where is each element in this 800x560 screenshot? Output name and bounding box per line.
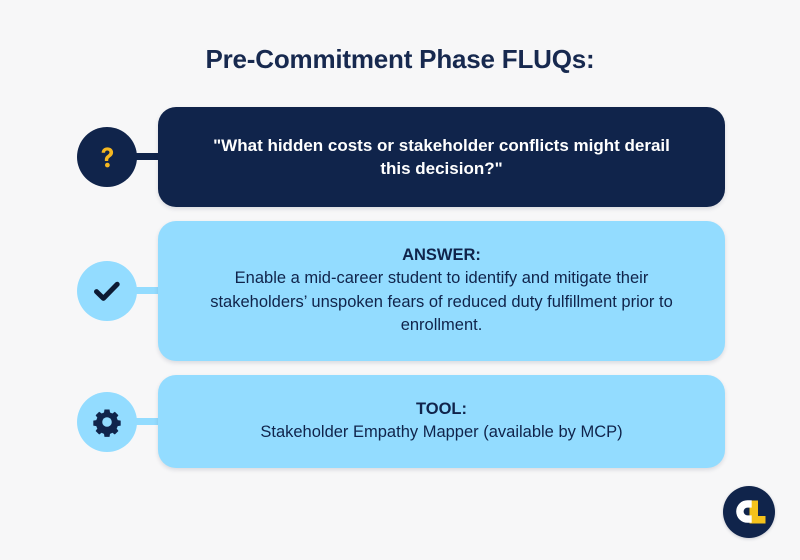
page-title: Pre-Commitment Phase FLUQs: xyxy=(205,44,595,74)
gear-icon xyxy=(92,407,122,437)
question-connector-line xyxy=(130,153,166,160)
answer-card-text: Enable a mid-career student to identify … xyxy=(210,269,673,335)
question-mark-icon-badge xyxy=(77,127,137,187)
question-mark-icon xyxy=(92,142,122,172)
answer-connector-line xyxy=(130,287,166,294)
answer-card: ANSWER: Enable a mid-career student to i… xyxy=(158,221,725,361)
check-mark-icon-badge xyxy=(77,261,137,321)
tool-card-heading: TOOL: xyxy=(415,400,468,419)
question-row: "What hidden costs or stakeholder confli… xyxy=(0,107,800,207)
check-mark-icon xyxy=(91,275,123,307)
cl-brand-logo xyxy=(723,486,775,538)
tool-row: TOOL: Stakeholder Empathy Mapper (availa… xyxy=(0,375,800,468)
answer-row: ANSWER: Enable a mid-career student to i… xyxy=(0,221,800,361)
answer-card-heading: ANSWER: xyxy=(402,246,481,265)
tool-card: TOOL: Stakeholder Empathy Mapper (availa… xyxy=(158,375,725,468)
gear-icon-badge xyxy=(77,392,137,452)
tool-connector-line xyxy=(130,418,166,425)
question-card: "What hidden costs or stakeholder confli… xyxy=(158,107,725,207)
question-card-text: "What hidden costs or stakeholder confli… xyxy=(213,135,670,178)
tool-card-text: Stakeholder Empathy Mapper (available by… xyxy=(260,423,623,442)
